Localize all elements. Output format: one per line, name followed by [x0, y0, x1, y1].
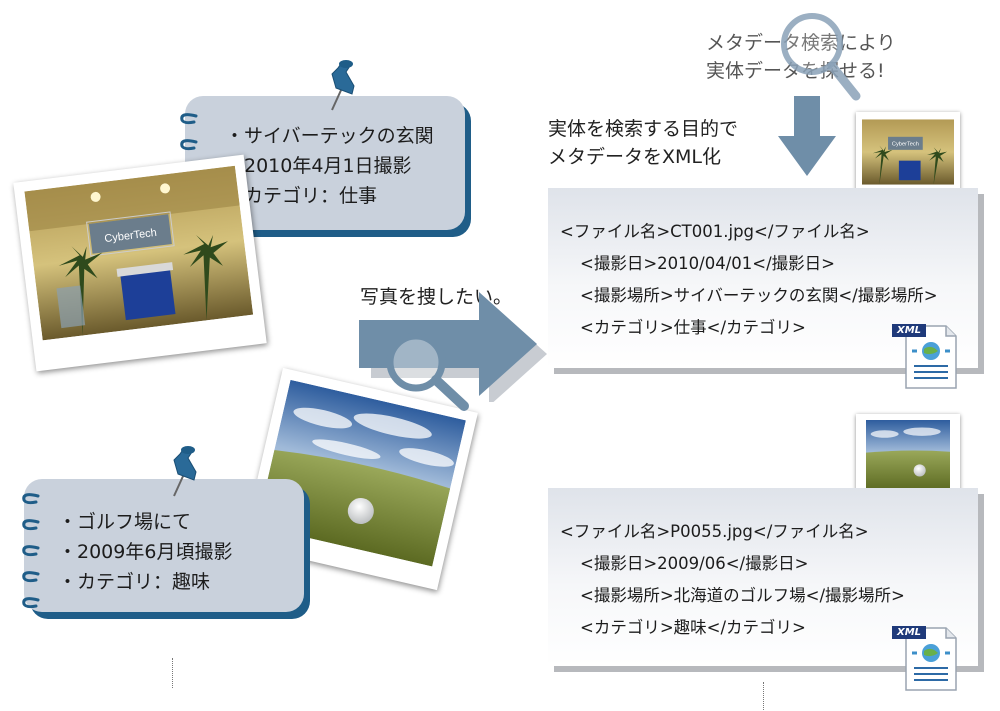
down-arrow-icon	[778, 96, 836, 176]
pushpin-icon	[331, 60, 355, 111]
xml-top-line-2: <撮影日>2010/04/01</撮影日>	[580, 254, 835, 273]
xml-top-line-3: <撮影場所>サイバーテックの玄関</撮影場所>	[580, 286, 938, 305]
xml-file-icon: XML	[890, 320, 962, 392]
photo-office-entrance: CyberTech	[13, 154, 267, 372]
xml-badge: XML	[892, 324, 927, 337]
xml-bottom-line-1: <ファイル名>P0055.jpg</ファイル名>	[560, 522, 869, 541]
dotted-guide-right	[763, 682, 764, 710]
memo-top-line-1: ・サイバーテックの玄関	[225, 125, 434, 147]
thumbnail-office-image: CyberTech	[862, 119, 954, 185]
memo-top-line-2: ・2010年4月1日撮影	[225, 155, 412, 177]
xml-top-line-1: <ファイル名>CT001.jpg</ファイル名>	[560, 222, 870, 241]
xml-bottom-line-3: <撮影場所>北海道のゴルフ場</撮影場所>	[580, 586, 905, 605]
thumbnail-golf	[856, 414, 960, 496]
search-caption: 写真を捜したい。	[360, 286, 513, 308]
magnifier-icon	[386, 332, 469, 411]
memo-top-line-3: ・カテゴリ：仕事	[225, 185, 378, 207]
purpose-line-2: メタデータをXML化	[548, 146, 721, 168]
memo-bottom-line-2: ・2009年6月頃撮影	[58, 541, 233, 563]
thumbnail-office-logo: CyberTech	[892, 141, 919, 147]
thumbnail-golf-image	[866, 420, 950, 490]
xml-top-line-4: <カテゴリ>仕事</カテゴリ>	[580, 318, 806, 337]
magnifier-icon	[781, 13, 861, 101]
office-photo-image: CyberTech	[24, 165, 254, 341]
xml-badge: XML	[892, 626, 927, 639]
golf-photo-image	[256, 379, 466, 567]
memo-bottom-line-3: ・カテゴリ：趣味	[58, 571, 211, 593]
xml-bottom-line-4: <カテゴリ>趣味</カテゴリ>	[580, 618, 806, 637]
binder-rings-bottom	[22, 493, 40, 609]
memo-card-bottom: ・ゴルフ場にて ・2009年6月頃撮影 ・カテゴリ：趣味	[24, 479, 304, 612]
meta-search-line-1: メタデータ検索により	[706, 28, 896, 55]
xml-bottom-line-2: <撮影日>2009/06</撮影日>	[580, 554, 809, 573]
memo-bottom-line-1: ・ゴルフ場にて	[58, 511, 192, 533]
xml-file-icon: XML	[890, 622, 962, 694]
thumbnail-office: CyberTech	[856, 112, 960, 192]
right-arrow-icon	[359, 292, 547, 402]
photo-golf-course	[242, 367, 478, 591]
purpose-line-1: 実体を検索する目的で	[548, 118, 739, 140]
pushpin-icon	[173, 446, 197, 497]
dotted-guide-left	[172, 658, 173, 688]
